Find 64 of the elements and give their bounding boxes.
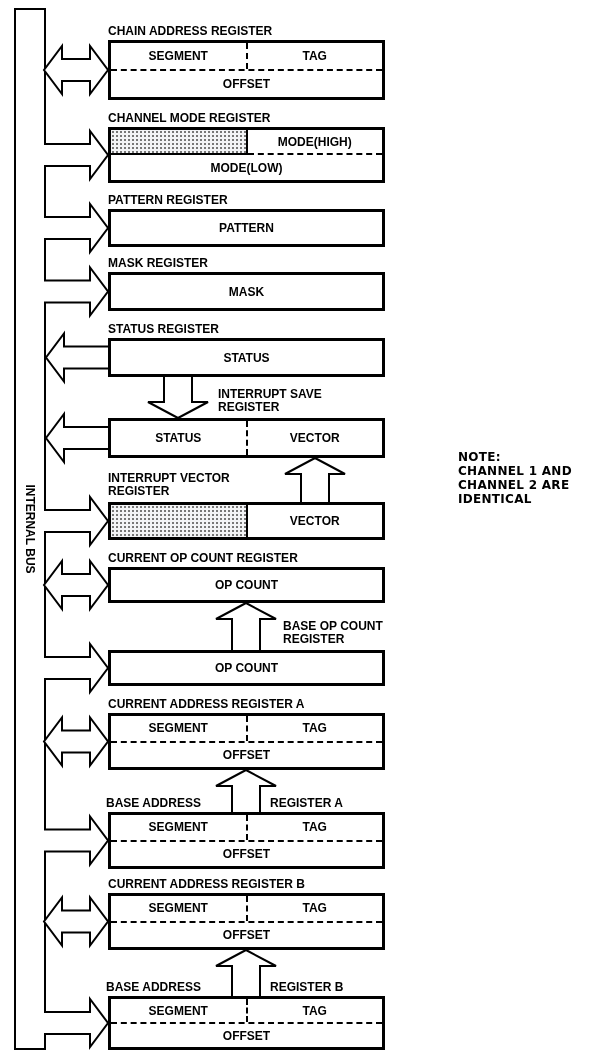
register-label: CURRENT ADDRESS REGISTER A: [108, 698, 305, 711]
register-label: REGISTER B: [270, 981, 344, 994]
block-arrow: [43, 201, 110, 255]
register-label: REGISTER A: [270, 797, 343, 810]
note-text: CHANNEL 1 AND CHANNEL 2 ARE IDENTICAL: [458, 464, 573, 506]
block-arrow: [147, 376, 209, 420]
field-label: OFFSET: [222, 78, 271, 90]
field-label: MASK: [228, 285, 265, 298]
register-label: STATUS REGISTER: [108, 323, 219, 336]
double-block-arrow: [42, 43, 110, 97]
block-arrow: [215, 601, 277, 651]
field-label: STATUS: [155, 432, 202, 444]
register-label: BASE ADDRESS: [106, 981, 201, 994]
internal-bus: [14, 8, 46, 1050]
shaded-area: [111, 130, 248, 155]
field-label: SEGMENT: [148, 821, 208, 834]
field-label: OFFSET: [222, 928, 271, 941]
block-arrow: [284, 456, 346, 503]
block-arrow: [43, 996, 110, 1050]
bus-label: INTERNAL BUS: [22, 484, 38, 574]
register-label: INTERRUPT VECTOR REGISTER: [108, 472, 231, 498]
register-label: MASK REGISTER: [108, 257, 208, 270]
field-label: MODE(LOW): [210, 161, 283, 174]
register-label: CHANNEL MODE REGISTER: [108, 112, 271, 125]
field-label: TAG: [302, 722, 327, 735]
double-block-arrow: [42, 894, 110, 949]
field-label: OFFSET: [222, 748, 271, 761]
field-label: SEGMENT: [148, 50, 208, 62]
field-label: VECTOR: [289, 515, 340, 527]
field-label: STATUS: [223, 351, 270, 364]
field-label: SEGMENT: [148, 902, 208, 915]
register-label: CURRENT OP COUNT REGISTER: [108, 552, 298, 565]
field-label: SEGMENT: [148, 1004, 208, 1017]
register-label: CHAIN ADDRESS REGISTER: [108, 25, 273, 38]
field-label: TAG: [302, 50, 327, 62]
field-label: TAG: [302, 1004, 327, 1017]
field-label: TAG: [302, 902, 327, 915]
field-label: PATTERN: [219, 222, 274, 234]
block-arrow: [43, 641, 110, 695]
shaded-area: [111, 505, 248, 537]
field-label: VECTOR: [289, 432, 340, 444]
field-label: OFFSET: [222, 1029, 271, 1042]
block-arrow: [215, 768, 277, 813]
field-label: OFFSET: [222, 847, 271, 860]
register-label: BASE ADDRESS: [106, 797, 201, 810]
block-arrow: [44, 330, 109, 385]
block-arrow: [43, 264, 110, 319]
field-label: OP COUNT: [214, 579, 279, 591]
register-label: INTERRUPT SAVE REGISTER: [218, 388, 323, 414]
note-text: NOTE:: [458, 450, 502, 464]
field-label: OP COUNT: [214, 662, 279, 674]
field-label: TAG: [302, 821, 327, 834]
block-arrow: [43, 128, 110, 182]
double-block-arrow: [42, 558, 110, 612]
block-arrow: [44, 411, 109, 465]
register-label: PATTERN REGISTER: [108, 194, 228, 207]
block-arrow: [43, 494, 110, 548]
block-arrow: [215, 948, 277, 997]
block-arrow: [43, 813, 110, 868]
register-label: CURRENT ADDRESS REGISTER B: [108, 878, 305, 891]
register-label: BASE OP COUNT REGISTER: [283, 620, 384, 646]
field-label: SEGMENT: [148, 722, 208, 735]
field-label: MODE(HIGH): [277, 135, 352, 148]
double-block-arrow: [42, 714, 110, 769]
